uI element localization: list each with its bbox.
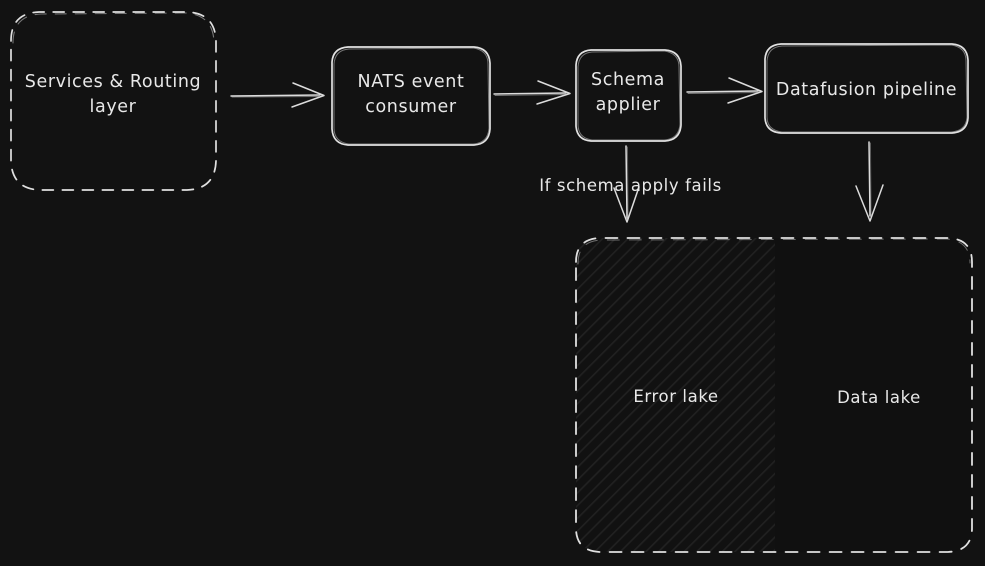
edge-services-to-nats[interactable] bbox=[230, 82, 325, 108]
node-lake-container[interactable] bbox=[575, 236, 975, 554]
edge-schema-to-error-lake[interactable] bbox=[613, 145, 640, 223]
edge-schema-to-datafusion[interactable] bbox=[686, 77, 763, 104]
region-data-lake[interactable] bbox=[775, 236, 975, 554]
region-error-lake[interactable] bbox=[576, 236, 775, 554]
node-services-routing-layer[interactable] bbox=[10, 11, 217, 191]
edge-nats-to-schema[interactable] bbox=[493, 80, 571, 105]
edge-datafusion-to-data-lake[interactable] bbox=[855, 141, 884, 222]
node-schema-applier[interactable] bbox=[575, 49, 682, 142]
node-nats-event-consumer[interactable] bbox=[331, 46, 491, 146]
node-datafusion-pipeline[interactable] bbox=[764, 43, 969, 134]
